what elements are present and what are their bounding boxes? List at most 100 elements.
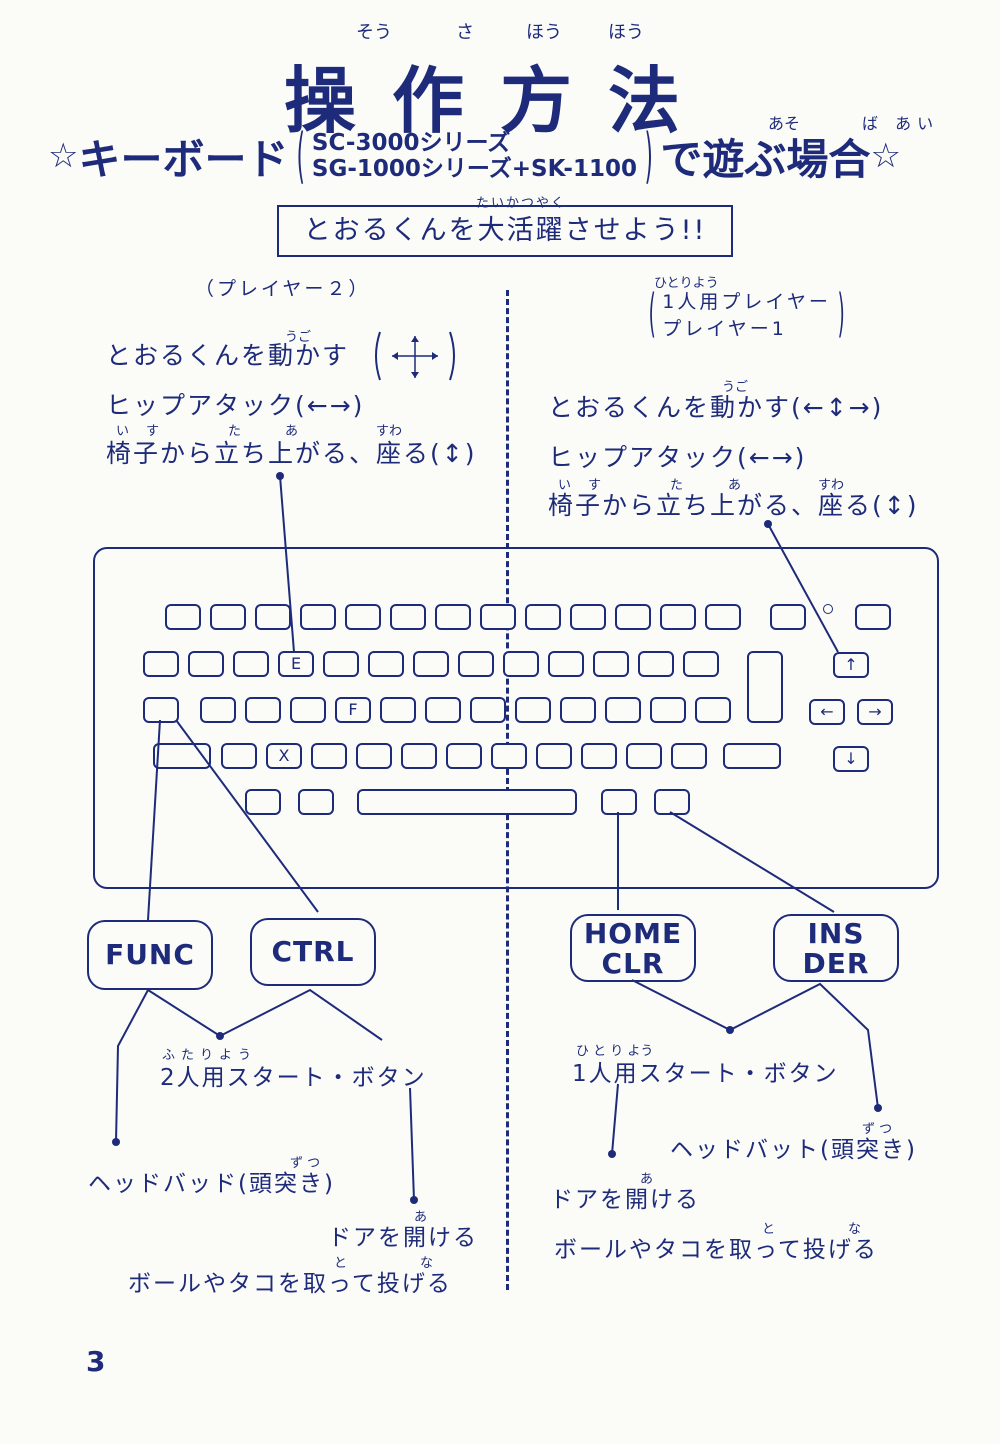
left-door-text: ドアを開ける <box>328 1225 478 1251</box>
title-ruby-1: そう <box>356 22 392 43</box>
left-chair-text: 椅子から立ち上がる、座る(↕) <box>106 439 477 468</box>
key <box>660 604 696 630</box>
key <box>570 604 606 630</box>
left-start-button-text: 2人用スタート・ボタン <box>160 1065 427 1091</box>
left-chair-ruby-ta: た <box>228 424 242 439</box>
key-e: E <box>278 651 314 677</box>
key <box>503 651 539 677</box>
key <box>638 651 674 677</box>
key-f: F <box>335 697 371 723</box>
left-hip-attack: ヒップアタック(←→) <box>106 391 365 420</box>
key-left: ← <box>809 699 845 725</box>
key <box>458 651 494 677</box>
key <box>626 743 662 769</box>
indicator-led <box>823 604 833 614</box>
left-move-text: とおるくんを動かす <box>106 341 350 370</box>
right-door-ruby: あ <box>640 1172 654 1187</box>
right-chair-text: 椅子から立ち上がる、座る(↕) <box>548 491 919 520</box>
key <box>298 789 334 815</box>
star-left-icon: ☆ <box>48 136 79 176</box>
right-player-line2: プレイヤー1 <box>662 318 787 340</box>
key-ctrl <box>153 743 211 769</box>
key-ins-del <box>654 789 690 815</box>
key <box>245 789 281 815</box>
subtitle-ruby-asobu: あそ <box>768 114 801 133</box>
subtitle-systems-line2: SG-1000シリーズ+SK-1100 <box>311 156 637 182</box>
key-down: ↓ <box>833 746 869 772</box>
key-shift-right <box>723 743 781 769</box>
key <box>435 604 471 630</box>
key <box>210 604 246 630</box>
left-headbutt-ruby: ず つ <box>290 1156 321 1171</box>
paren-close: ) <box>644 121 653 191</box>
key <box>470 697 506 723</box>
key <box>515 697 551 723</box>
right-ball-text: ボールやタコを取って投げる <box>554 1237 878 1263</box>
right-start-ruby: ひ と り よう <box>576 1044 654 1059</box>
key <box>221 743 257 769</box>
key <box>233 651 269 677</box>
key <box>390 604 426 630</box>
key <box>323 651 359 677</box>
key <box>143 651 179 677</box>
key <box>770 604 806 630</box>
paren-open-right: ( <box>648 284 656 344</box>
key <box>480 604 516 630</box>
left-chair-ruby-i: い <box>116 424 130 439</box>
home-label: HOME <box>583 917 683 950</box>
page-number: 3 <box>86 1345 106 1378</box>
key <box>245 697 281 723</box>
right-player-label: ( 1人用プレイヤー プレイヤー1 ) <box>642 284 851 344</box>
key <box>165 604 201 630</box>
right-player-line1: 1人用プレイヤー <box>662 291 831 313</box>
left-ball-text: ボールやタコを取って投げる <box>128 1271 452 1297</box>
key <box>311 743 347 769</box>
space-key <box>357 789 577 815</box>
ins-der-key-callout: INS DER <box>773 914 899 982</box>
key <box>525 604 561 630</box>
key <box>548 651 584 677</box>
key <box>560 697 596 723</box>
key <box>695 697 731 723</box>
right-chair-ruby-ta: た <box>670 478 684 493</box>
star-right-icon: ☆ <box>870 136 901 176</box>
key <box>615 604 651 630</box>
subtitle-play: で遊ぶ場合 <box>660 134 871 184</box>
key <box>446 743 482 769</box>
title-ruby-3: ほう <box>526 22 562 43</box>
key <box>855 604 891 630</box>
right-chair-ruby-suwa: すわ <box>818 478 845 493</box>
title-ruby-2: さ <box>456 22 474 43</box>
ins-label: INS <box>807 917 865 950</box>
func-key-callout: FUNC <box>87 920 213 990</box>
key <box>380 697 416 723</box>
left-player-label: （プレイヤー２） <box>195 278 371 300</box>
key <box>425 697 461 723</box>
key <box>683 651 719 677</box>
right-headbutt-text: ヘッドバット(頭突き) <box>670 1137 917 1163</box>
key-up: ↑ <box>833 652 869 678</box>
key <box>188 651 224 677</box>
right-door-text: ドアを開ける <box>550 1187 700 1213</box>
right-player-ruby: ひとりよう <box>654 276 719 291</box>
left-chair-ruby-suwa: すわ <box>376 424 403 439</box>
subtitle: ☆ キーボード ( SC-3000シリーズ SG-1000シリーズ+SK-110… <box>48 121 901 191</box>
left-headbutt-text: ヘッドバッド(頭突き) <box>88 1171 335 1197</box>
subtitle-systems-line1: SC-3000シリーズ <box>311 130 511 156</box>
return-key <box>747 651 783 723</box>
right-ball-ruby-na: な <box>848 1222 862 1237</box>
key-func <box>143 697 179 723</box>
key <box>413 651 449 677</box>
right-chair-ruby-i: い <box>558 478 572 493</box>
clr-label: CLR <box>601 947 665 980</box>
key-right: → <box>857 699 893 725</box>
key <box>300 604 336 630</box>
key <box>491 743 527 769</box>
paren-open: ( <box>296 121 305 191</box>
key <box>255 604 291 630</box>
left-chair-ruby-su: す <box>146 424 160 439</box>
four-way-arrow-icon <box>375 331 455 381</box>
page-title: 操作方法 <box>283 59 716 143</box>
key-home-clr <box>601 789 637 815</box>
